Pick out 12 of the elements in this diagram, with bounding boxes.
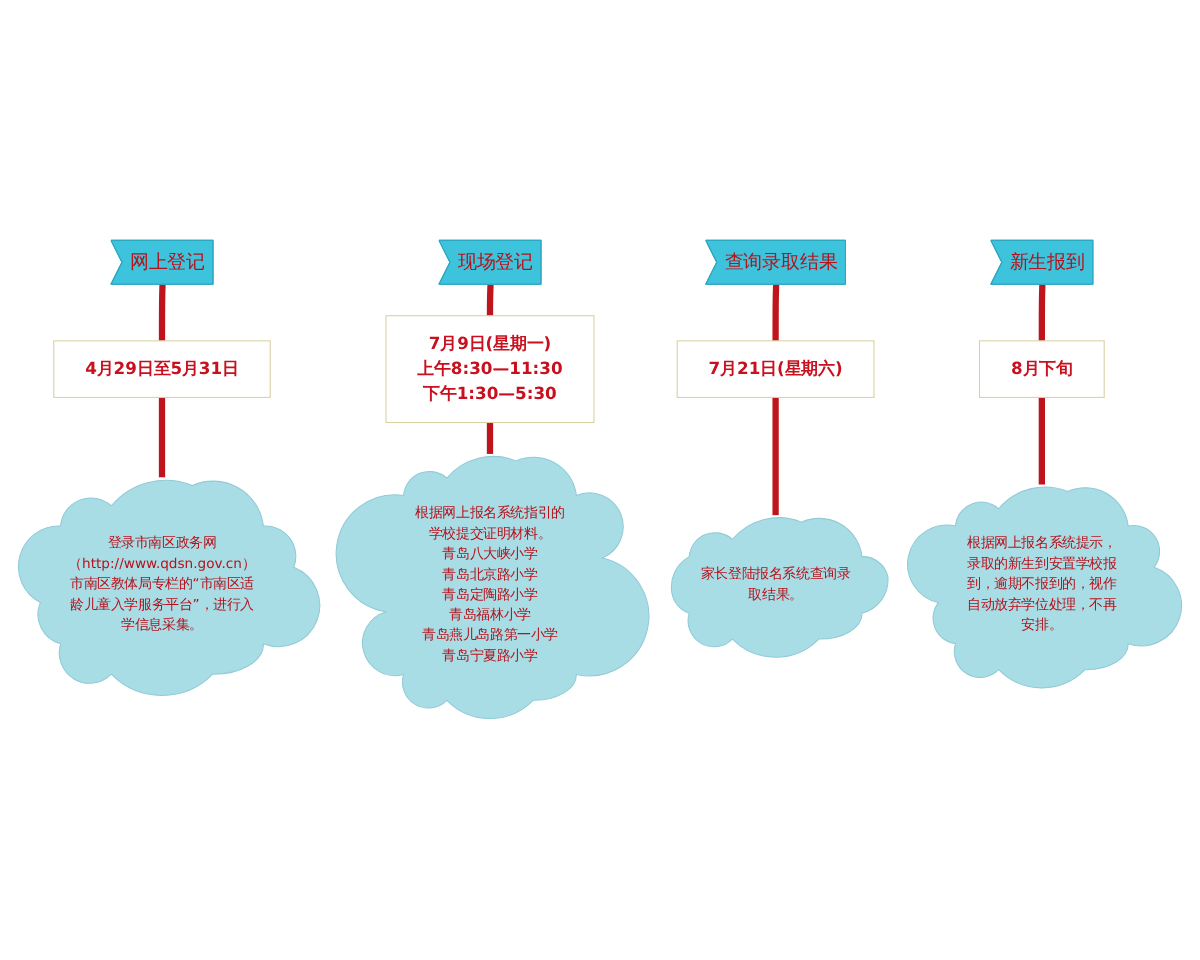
connector xyxy=(772,397,779,516)
node-box: 7月21日(星期六) xyxy=(676,340,875,399)
node-box: 7月9日(星期一) 上午8:30—11:30 下午1:30—5:30 xyxy=(385,315,595,424)
connector xyxy=(486,284,494,317)
connector xyxy=(772,284,780,342)
connector xyxy=(158,397,166,478)
connector xyxy=(1038,284,1046,342)
node-box: 4月29日至5月31日 xyxy=(53,340,271,399)
node-box: 8月下旬 xyxy=(978,340,1105,399)
connector xyxy=(1038,397,1045,486)
connector xyxy=(158,284,166,342)
connector xyxy=(486,422,494,455)
